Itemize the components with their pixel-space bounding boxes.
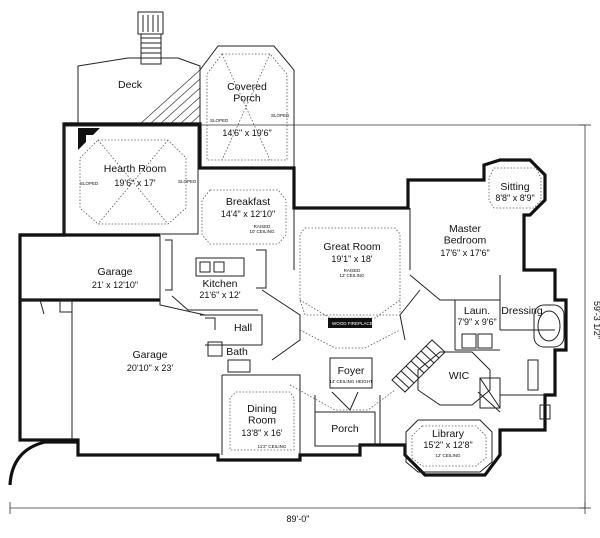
room-name-laundry: Laun. bbox=[464, 305, 490, 317]
room-note-library: 12' CEILING bbox=[435, 453, 461, 458]
dimension-lines bbox=[9, 124, 591, 514]
sloped-label-porch-left: SLOPED bbox=[210, 118, 229, 123]
tub bbox=[533, 304, 565, 348]
room-dims-covered-porch: 14'6" x 19'6" bbox=[222, 128, 271, 138]
overall-depth-label: 59'-3 1/2" bbox=[592, 301, 600, 339]
room-name-library: Library bbox=[432, 428, 465, 440]
fireplace-label: WOOD FIREPLACE bbox=[332, 321, 373, 326]
room-note-foyer: 14' CEILING HEIGHT bbox=[329, 379, 373, 384]
room-dims-garage-2: 20'10" x 23' bbox=[127, 363, 173, 373]
overall-width-label: 89'-0" bbox=[287, 514, 310, 524]
sloped-label-hearth-right: SLOPED bbox=[178, 179, 197, 184]
room-name-porch: Porch bbox=[331, 423, 359, 435]
sloped-label-porch-right: SLOPED bbox=[271, 113, 290, 118]
room-name-garage-2: Garage bbox=[132, 349, 167, 361]
room-dims-hearth-room: 19'6" x 17' bbox=[114, 178, 155, 188]
room-name-deck: Deck bbox=[118, 79, 143, 91]
deck-stairs bbox=[137, 11, 164, 65]
interior-walls bbox=[20, 168, 555, 455]
room-name-great-room: Great Room bbox=[323, 241, 380, 253]
room-name-hall: Hall bbox=[234, 322, 252, 334]
deck-outline bbox=[77, 57, 201, 125]
room-dims-great-room: 19'1" x 18' bbox=[331, 254, 372, 264]
room-dims-breakfast: 14'4" x 12'10" bbox=[221, 209, 275, 219]
room-dims-kitchen: 21'6" x 12' bbox=[199, 290, 240, 300]
room-name-foyer: Foyer bbox=[338, 365, 365, 377]
room-dims-laundry: 7'9" x 9'6" bbox=[457, 317, 496, 327]
room-name-breakfast: Breakfast bbox=[226, 196, 270, 208]
room-dims-library: 15'2" x 12'8" bbox=[423, 440, 472, 450]
room-name-hearth-room: Hearth Room bbox=[104, 163, 167, 175]
room-dims-dining-room: 13'8" x 16' bbox=[241, 428, 282, 438]
room-name-sitting: Sitting bbox=[500, 181, 529, 193]
kitchen-island bbox=[195, 257, 245, 277]
deck-hatch bbox=[139, 69, 201, 125]
room-name-dressing: Dressing bbox=[501, 305, 543, 317]
room-dims-master-bedroom: 17'6" x 17'6" bbox=[440, 248, 489, 258]
driveway-curve bbox=[8, 440, 78, 486]
gallery-walls bbox=[261, 289, 421, 411]
room-dims-garage-1: 21' x 12'10" bbox=[92, 280, 138, 290]
porch-box bbox=[314, 411, 376, 447]
room-dims-sitting: 8'8" x 8'9" bbox=[495, 193, 534, 203]
room-note-dining-room: 11'2" CEILING bbox=[258, 444, 287, 449]
covered-porch-outline bbox=[199, 45, 295, 169]
room-name-bath: Bath bbox=[226, 346, 248, 358]
exterior-walls bbox=[18, 122, 568, 477]
room-name-kitchen: Kitchen bbox=[202, 278, 237, 290]
structure bbox=[8, 11, 568, 486]
foyer-box bbox=[329, 357, 373, 389]
room-name-wic: WIC bbox=[449, 370, 470, 382]
small-labels: SLOPED SLOPED SLOPED SLOPED WOOD FIREPLA… bbox=[80, 113, 373, 326]
sloped-label-hearth-left: SLOPED bbox=[80, 181, 99, 186]
great-room-fireplace bbox=[328, 318, 372, 328]
room-name-garage-1: Garage bbox=[97, 266, 132, 278]
